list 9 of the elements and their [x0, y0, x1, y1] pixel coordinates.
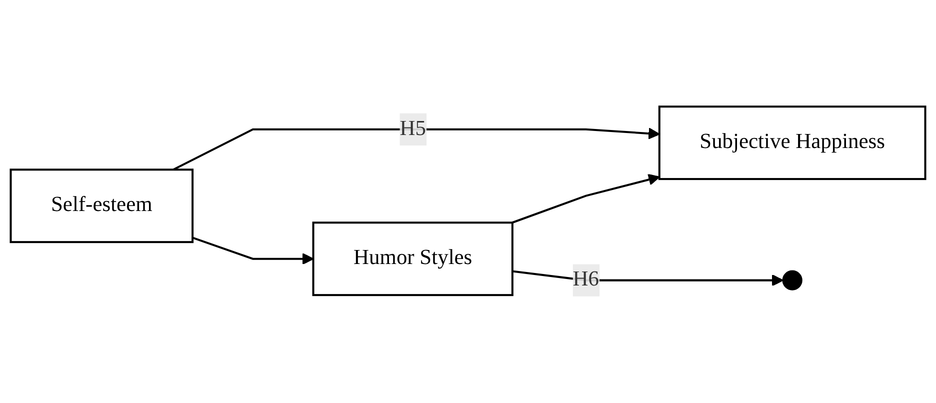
arrow — [192, 236, 314, 265]
arrow — [172, 128, 660, 171]
node-box: Self-esteem — [10, 168, 194, 244]
edge-label: H5 — [400, 117, 426, 140]
node-box: Subjective Happiness — [658, 106, 926, 180]
arrow — [512, 174, 660, 224]
edge-label: H6 — [572, 268, 600, 292]
arrow — [512, 270, 784, 286]
node-box: Humor Styles — [312, 222, 514, 296]
